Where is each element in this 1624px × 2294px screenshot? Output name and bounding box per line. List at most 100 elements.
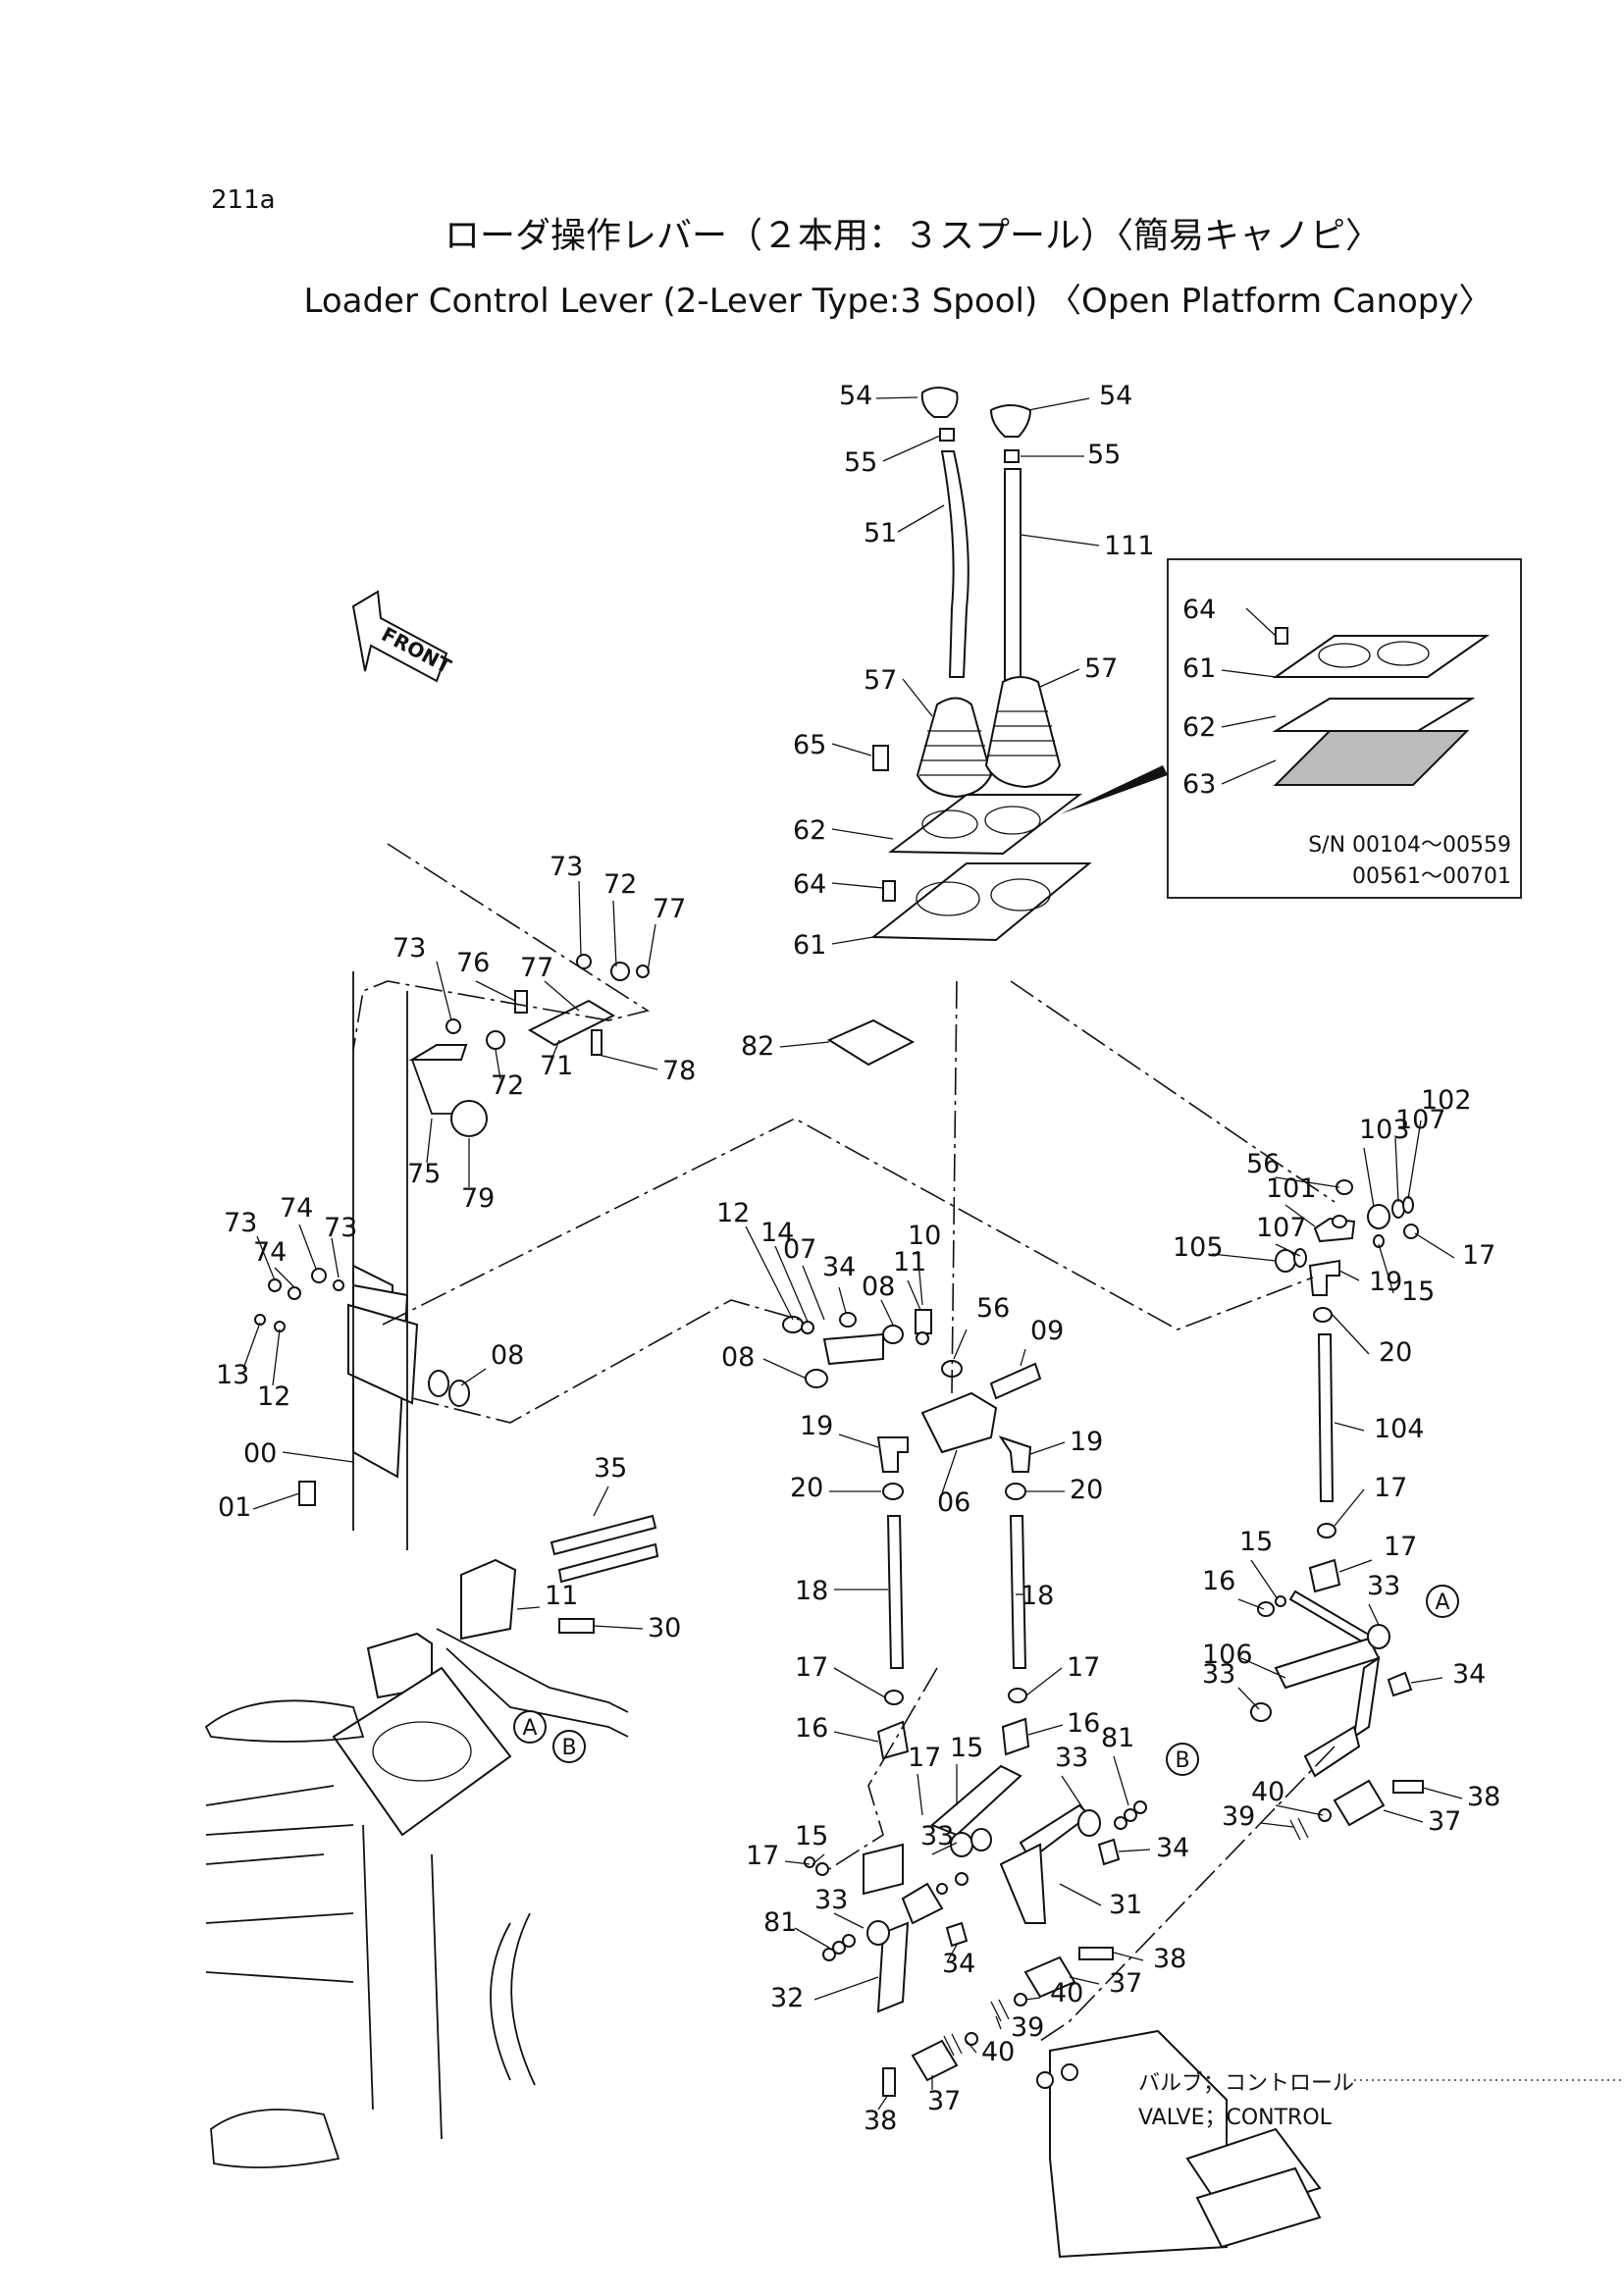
callout-leader xyxy=(1237,1687,1260,1710)
callout-leader xyxy=(784,1860,811,1865)
callout-08: 08 xyxy=(862,1272,895,1302)
callout-leader xyxy=(272,1329,281,1386)
callout-leader xyxy=(1284,1204,1316,1227)
callout-leader xyxy=(242,1322,261,1370)
callout-17: 17 xyxy=(1384,1532,1417,1562)
callout-leader xyxy=(966,2040,977,2054)
control-valve-icon xyxy=(1049,2029,1228,2259)
callout-leader xyxy=(1059,1883,1102,1906)
callout-leader xyxy=(812,1853,825,1865)
callout-leader xyxy=(762,1358,808,1380)
callout-leader xyxy=(647,923,656,972)
callout-72: 72 xyxy=(603,869,637,900)
callout-81: 81 xyxy=(1101,1723,1134,1753)
title-japanese: ローダ操作レバー（２本用：３スプール）〈簡易キャノピ〉 xyxy=(445,216,1381,256)
lever-rod-111-icon xyxy=(1004,468,1022,681)
callout-17: 17 xyxy=(1067,1652,1100,1683)
bolt-30-icon xyxy=(558,1618,595,1634)
callout-leader xyxy=(1221,669,1277,678)
callout-leader xyxy=(745,1225,794,1321)
callout-74: 74 xyxy=(253,1237,287,1268)
serial-line-2: 00561～00701 xyxy=(1352,864,1511,889)
callout-leader xyxy=(516,1606,541,1610)
callout-leader xyxy=(1240,1657,1286,1679)
title-english: Loader Control Lever (2-Lever Type:3 Spo… xyxy=(303,282,1492,321)
callout-38: 38 xyxy=(1153,1944,1186,1974)
callout-17: 17 xyxy=(746,1841,779,1871)
callout-leader xyxy=(917,1773,923,1816)
connector-a-left: A xyxy=(513,1710,547,1744)
callout-leader xyxy=(1250,1559,1279,1600)
callout-leader xyxy=(774,1245,809,1323)
callout-17: 17 xyxy=(1462,1240,1495,1271)
callout-leader xyxy=(917,1250,923,1306)
callout-01: 01 xyxy=(218,1492,251,1523)
callout-57: 57 xyxy=(864,665,897,696)
callout-33: 33 xyxy=(1367,1571,1400,1601)
callout-34: 34 xyxy=(942,1949,975,1979)
callout-17: 17 xyxy=(1374,1473,1407,1503)
callout-leader xyxy=(877,2094,889,2111)
callout-73: 73 xyxy=(393,933,426,964)
callout-39: 39 xyxy=(1011,2012,1044,2043)
rod-104-icon xyxy=(1317,1333,1335,1502)
label-82-icon xyxy=(826,1018,916,1067)
callout-leader xyxy=(1275,1176,1340,1188)
callout-79: 79 xyxy=(461,1183,495,1214)
block-06-icon xyxy=(920,1391,998,1454)
callout-78: 78 xyxy=(662,1056,696,1086)
callout-57: 57 xyxy=(1084,653,1118,684)
callout-12: 12 xyxy=(257,1382,290,1412)
serial-line-1: S/N 00104～00559 xyxy=(1308,833,1511,858)
callout-leader xyxy=(331,1237,340,1278)
callout-12: 12 xyxy=(716,1198,750,1228)
callout-leader xyxy=(1027,397,1090,411)
callout-74: 74 xyxy=(280,1193,313,1224)
svg-text:B: B xyxy=(1175,1748,1189,1773)
bushing-105-icon xyxy=(1275,1249,1296,1273)
pin-102-icon xyxy=(1402,1196,1414,1214)
callout-102: 102 xyxy=(1421,1085,1472,1116)
callout-leader xyxy=(1368,1603,1380,1626)
callout-leader xyxy=(1407,1120,1422,1200)
callout-leader xyxy=(831,936,874,945)
callout-leader xyxy=(1113,1952,1144,1961)
callout-leader xyxy=(593,1486,609,1517)
callout-leader xyxy=(1275,1243,1301,1257)
callout-73: 73 xyxy=(324,1213,357,1243)
callout-leader xyxy=(1024,1997,1041,2001)
lever-knob-right-icon xyxy=(989,404,1032,438)
callout-00: 00 xyxy=(243,1438,277,1469)
bolt-10-icon xyxy=(915,1309,932,1334)
callout-81: 81 xyxy=(763,1907,797,1938)
callout-leader xyxy=(1410,1677,1443,1684)
callout-15: 15 xyxy=(950,1733,983,1763)
callout-06: 06 xyxy=(937,1487,970,1518)
callout-16: 16 xyxy=(1067,1708,1100,1739)
callout-leader xyxy=(831,828,894,840)
lever-07-icon xyxy=(822,1332,884,1366)
callout-leader xyxy=(578,880,582,958)
callout-leader xyxy=(1113,1755,1129,1806)
svg-text:B: B xyxy=(561,1736,576,1760)
plate-62-icon xyxy=(888,794,1082,856)
callout-33: 33 xyxy=(920,1821,954,1851)
callout-61: 61 xyxy=(1182,653,1216,684)
callout-08: 08 xyxy=(491,1340,524,1371)
callout-leader xyxy=(549,1039,560,1066)
callout-34: 34 xyxy=(1452,1659,1486,1690)
inset-pointer xyxy=(1060,765,1168,814)
connector-b-left: B xyxy=(552,1730,586,1763)
callout-72: 72 xyxy=(491,1070,524,1101)
callout-30: 30 xyxy=(648,1613,681,1643)
callout-leader xyxy=(838,1286,847,1314)
callout-37: 37 xyxy=(1109,1968,1142,1999)
callout-leader xyxy=(1061,1775,1085,1811)
callout-leader xyxy=(252,1492,300,1510)
callout-38: 38 xyxy=(1467,1782,1500,1812)
callout-10: 10 xyxy=(908,1221,941,1251)
callout-18: 18 xyxy=(1021,1581,1054,1611)
guide-line-1 xyxy=(352,843,650,1051)
callout-leader xyxy=(831,882,884,889)
